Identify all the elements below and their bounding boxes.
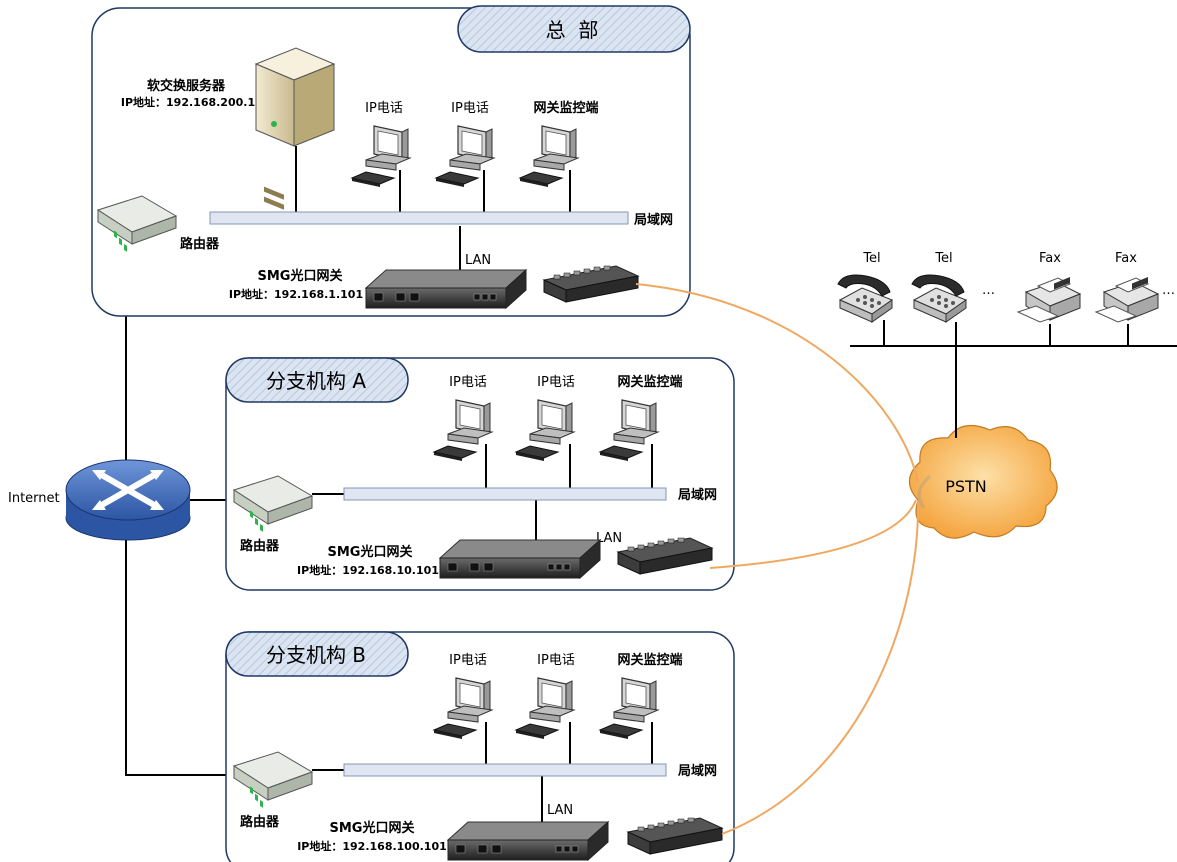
branch-b-ip-phone-2-label: IP电话 xyxy=(537,653,575,668)
hq-frame: 总 部 软交换服务器 IP地址：192.168.200.1 IP电话 IP电话 … xyxy=(91,5,691,317)
branch-a-ip-phone-2-label: IP电话 xyxy=(537,375,575,390)
tel-1-icon xyxy=(837,274,893,323)
branch-a-gateway-ip: IP地址：192.168.10.101 xyxy=(297,563,439,577)
branch-b-monitor-label: 网关监控端 xyxy=(617,652,682,668)
branch-a-frame: 分支机构 A IP电话 IP电话 网关监控端 局域网 LAN 路由器 SMG光口… xyxy=(225,357,735,591)
fax-1-icon xyxy=(1017,276,1081,323)
softswitch-server-icon xyxy=(254,47,336,210)
hq-lan-link-label: LAN xyxy=(465,253,491,268)
fiber-hq xyxy=(635,283,919,483)
fax-ellipsis: … xyxy=(1162,283,1175,298)
server-label: 软交换服务器 xyxy=(147,78,226,94)
hq-gateway-ip: IP地址：192.168.1.101 xyxy=(229,287,363,301)
tel-1-label: Tel xyxy=(862,251,880,266)
branch-b-lan-bus xyxy=(343,763,667,777)
hq-lan-bus xyxy=(209,211,629,225)
branch-b-gateway-icon xyxy=(447,821,609,861)
branch-a-router-label: 路由器 xyxy=(240,538,280,554)
fiber-links xyxy=(635,283,920,835)
fax-2-icon xyxy=(1095,276,1159,323)
hq-ip-phone-2-label: IP电话 xyxy=(451,101,489,116)
branch-b-router-label: 路由器 xyxy=(240,814,280,830)
branch-b-gateway-ip: IP地址：192.168.100.101 xyxy=(297,839,447,853)
hq-gateway-label: SMG光口网关 xyxy=(258,268,343,284)
branch-b-frame: 分支机构 B IP电话 IP电话 网关监控端 局域网 LAN 路由器 SMG光口… xyxy=(225,631,735,862)
fax-2-label: Fax xyxy=(1115,251,1137,266)
branch-a-lan-link-label: LAN xyxy=(596,531,622,546)
server-ip: IP地址：192.168.200.1 xyxy=(121,95,255,109)
branch-b-lan-link-label: LAN xyxy=(547,803,573,818)
hq-monitor-label: 网关监控端 xyxy=(533,100,598,116)
branch-b-gateway-label: SMG光口网关 xyxy=(330,820,415,836)
internet-label: Internet xyxy=(8,491,60,506)
tel-ellipsis: … xyxy=(982,283,995,298)
branch-a-lan-bus xyxy=(343,487,667,501)
branch-b-border xyxy=(225,631,735,862)
branch-a-lan-label: 局域网 xyxy=(678,487,717,503)
branch-a-gateway-label: SMG光口网关 xyxy=(328,544,413,560)
tel-2-icon xyxy=(911,274,967,323)
branch-a-border xyxy=(225,357,735,591)
branch-a-gateway-icon xyxy=(439,539,601,579)
pstn-label: PSTN xyxy=(945,477,987,496)
pstn-cloud-icon xyxy=(908,424,1058,539)
hq-lan-label: 局域网 xyxy=(634,212,673,228)
fax-1-label: Fax xyxy=(1039,251,1061,266)
internet-switch-icon xyxy=(65,459,191,541)
link-internet-branch-b xyxy=(125,530,240,776)
fiber-branch-b xyxy=(721,499,920,835)
branch-a-monitor-label: 网关监控端 xyxy=(617,374,682,390)
branch-a-ip-phone-1-label: IP电话 xyxy=(449,375,487,390)
fiber-branch-a xyxy=(709,499,917,569)
hq-router-label: 路由器 xyxy=(180,236,220,252)
branch-a-title: 分支机构 A xyxy=(266,369,366,393)
branch-b-ip-phone-1-label: IP电话 xyxy=(449,653,487,668)
branch-b-title: 分支机构 B xyxy=(266,643,366,667)
hq-title-tab: 总 部 xyxy=(457,5,691,53)
branch-b-lan-label: 局域网 xyxy=(678,763,717,779)
hq-gateway-icon xyxy=(365,269,527,309)
hq-ip-phone-1-label: IP电话 xyxy=(365,101,403,116)
tel-2-label: Tel xyxy=(934,251,952,266)
hq-title: 总 部 xyxy=(546,18,599,42)
pstn-terminals: Tel Tel Fax Fax … … xyxy=(837,251,1177,438)
